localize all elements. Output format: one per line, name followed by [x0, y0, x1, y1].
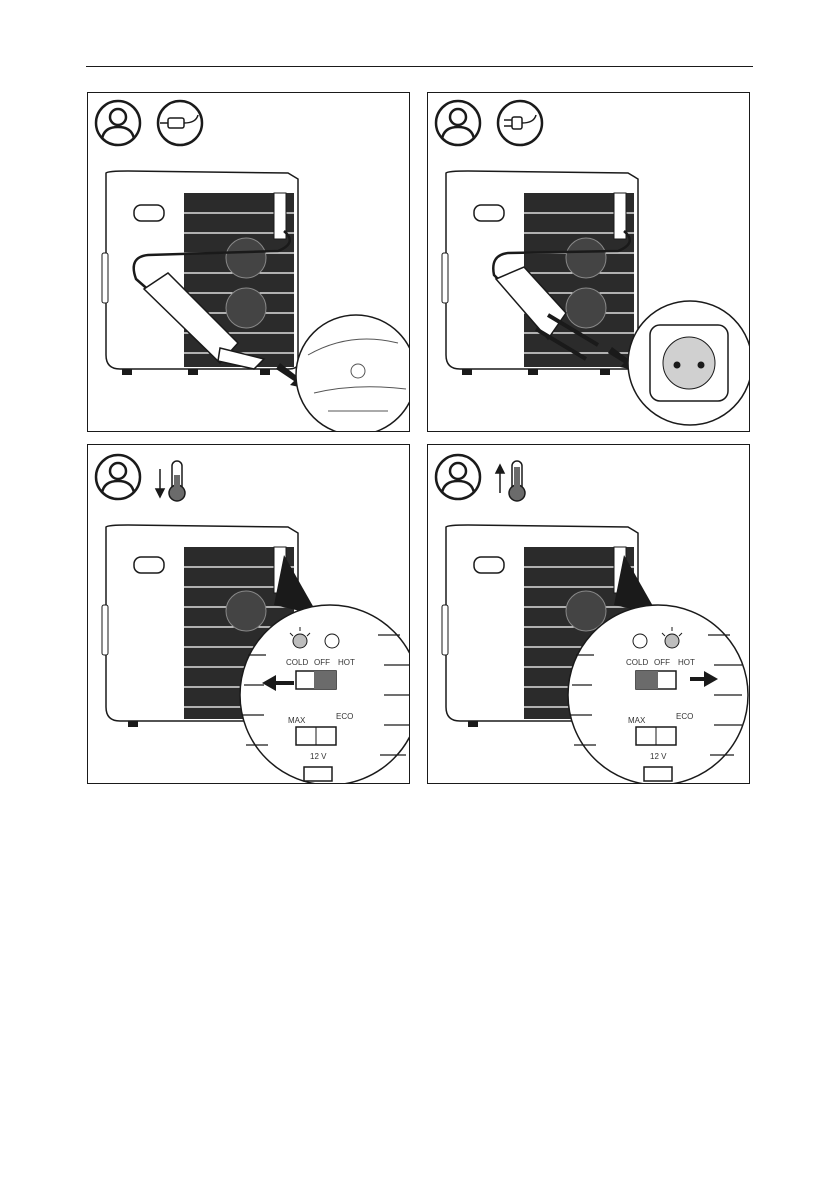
dc-socket [644, 767, 672, 781]
thermometer-icon [509, 461, 525, 501]
person-icon [436, 455, 480, 499]
switch-label-hot: HOT [678, 658, 695, 667]
arrow-up-icon [496, 465, 504, 493]
led-hot [325, 634, 339, 648]
panel-car-connection [87, 92, 410, 432]
switch-label-hot: HOT [338, 658, 355, 667]
header-rule [86, 66, 753, 67]
led-cold [633, 634, 647, 648]
person-icon [96, 455, 140, 499]
car-dashboard-detail [296, 315, 410, 432]
thermometer-icon [169, 461, 185, 501]
panel-heating-mode: COLD OFF HOT MAX ECO 12 V [427, 444, 750, 784]
led-hot [665, 634, 679, 648]
control-panel-detail: COLD OFF HOT MAX ECO 12 V [240, 605, 410, 784]
arrow-down-icon [156, 469, 164, 497]
voltage-label: 12 V [310, 752, 327, 761]
switch-label-cold: COLD [626, 658, 648, 667]
mains-plug-icon [498, 101, 542, 145]
person-icon [436, 101, 480, 145]
switch-label-off: OFF [654, 658, 670, 667]
car-plug-icon [158, 101, 202, 145]
wall-socket [628, 301, 750, 425]
person-icon [96, 101, 140, 145]
voltage-label: 12 V [650, 752, 667, 761]
switch-label-cold: COLD [286, 658, 308, 667]
control-panel-detail: COLD OFF HOT MAX ECO 12 V [568, 605, 748, 784]
switch-label-off: OFF [314, 658, 330, 667]
mode-label-eco: ECO [336, 712, 353, 721]
panel-mains-connection [427, 92, 750, 432]
mode-label-max: MAX [628, 716, 646, 725]
led-cold [293, 634, 307, 648]
mode-label-max: MAX [288, 716, 306, 725]
mode-label-eco: ECO [676, 712, 693, 721]
fridge-illustration [442, 171, 638, 375]
panel-cooling-mode: COLD OFF HOT MAX ECO 12 V [87, 444, 410, 784]
dc-socket [304, 767, 332, 781]
